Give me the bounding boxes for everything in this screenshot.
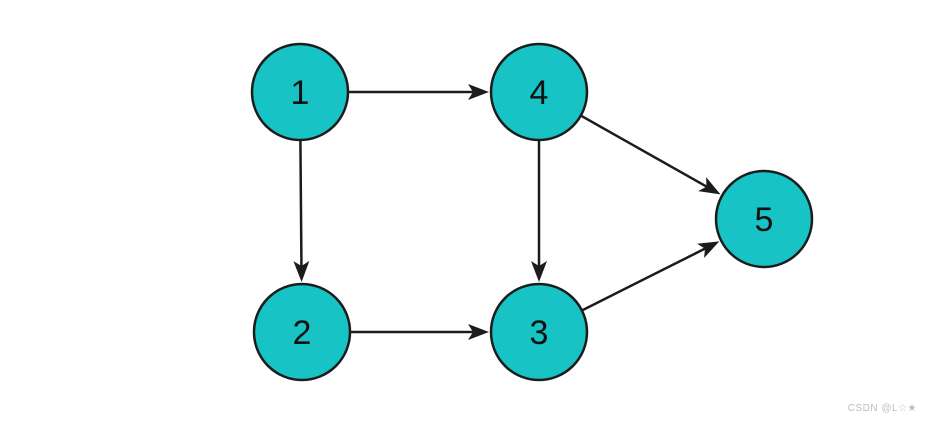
node-label: 2 — [293, 314, 312, 352]
node-circle — [489, 42, 589, 142]
node-5: 5 — [714, 169, 814, 269]
watermark: CSDN @L☆★ — [847, 403, 917, 414]
node-label: 3 — [530, 314, 549, 352]
node-circle — [714, 169, 814, 269]
node-label: 1 — [291, 74, 310, 112]
node-3: 3 — [489, 282, 589, 382]
arrowhead-icon — [531, 261, 547, 282]
arrowhead-icon — [468, 324, 489, 340]
edge-4-3 — [531, 140, 547, 282]
edge-1-4 — [348, 84, 489, 100]
edge-1-2 — [293, 139, 310, 282]
edge-3-5 — [581, 241, 720, 312]
arrowhead-icon — [698, 177, 721, 195]
arrowhead-icon — [293, 260, 310, 282]
edge-4-5 — [580, 114, 721, 195]
node-4: 4 — [489, 42, 589, 142]
node-2: 2 — [252, 282, 352, 382]
node-circle — [250, 42, 350, 142]
node-1: 1 — [250, 42, 350, 142]
arrowhead-icon — [468, 84, 489, 100]
node-circle — [252, 282, 352, 382]
node-label: 4 — [530, 74, 549, 112]
arrowhead-icon — [697, 241, 720, 258]
edge-2-3 — [350, 324, 489, 340]
node-label: 5 — [755, 201, 774, 239]
node-circle — [489, 282, 589, 382]
